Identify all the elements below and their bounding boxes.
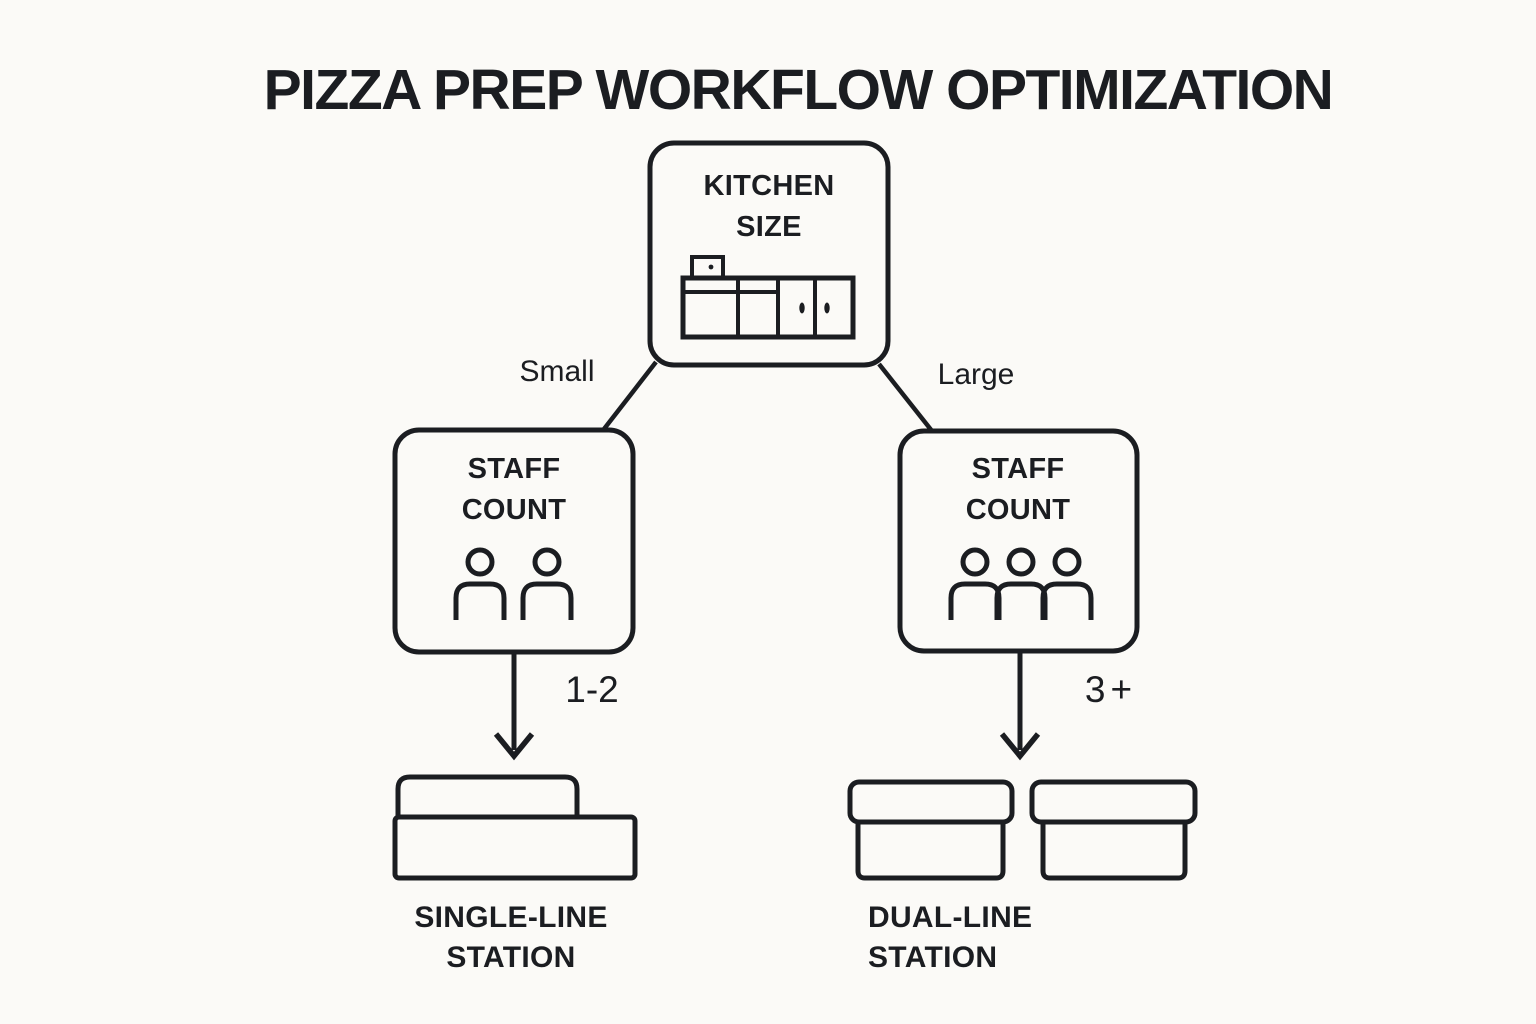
arrow-value-right: 3+ [1084, 669, 1138, 710]
dual-line-station-label: DUAL-LINE STATION [868, 901, 1033, 974]
person-icon [520, 547, 574, 620]
arrow-value-left: 1-2 [565, 669, 619, 710]
arrow-down-left [493, 652, 535, 761]
person-icon [948, 547, 1002, 620]
person-icon [453, 547, 507, 620]
single-line-station-icon [392, 774, 638, 881]
connector-large-branch [877, 362, 934, 433]
three-people-icon [948, 547, 1094, 620]
two-people-icon [453, 547, 574, 620]
kitchen-size-node-label: KITCHEN SIZE [703, 170, 835, 243]
branch-label-small: Small [519, 355, 595, 388]
person-icon [994, 547, 1048, 620]
kitchen-counter-icon [680, 255, 856, 340]
person-icon [1040, 547, 1094, 620]
staff-count-right-label: STAFF COUNT [965, 453, 1071, 526]
single-line-station-label: SINGLE-LINE STATION [414, 901, 608, 974]
staff-count-left-label: STAFF COUNT [461, 453, 567, 526]
arrow-down-right [999, 651, 1041, 761]
connector-small-branch [602, 360, 658, 431]
dual-line-station-icon [847, 779, 1198, 881]
page-title: PIZZA PREP WORKFLOW OPTIMIZATION [263, 58, 1334, 122]
branch-label-large: Large [937, 358, 1015, 391]
kitchen-size-node-box [647, 140, 891, 368]
